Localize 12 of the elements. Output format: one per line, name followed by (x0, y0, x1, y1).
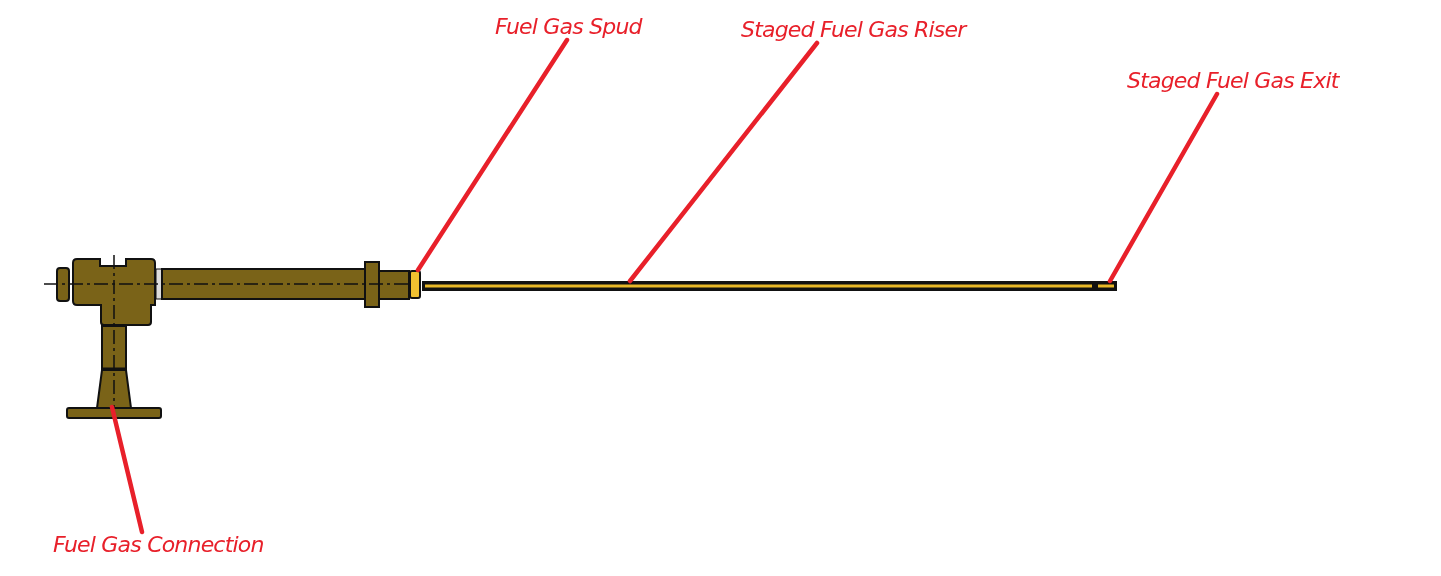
flange-connection (66, 407, 162, 419)
leader-line (109, 404, 145, 535)
riser-pipe (422, 281, 1095, 291)
part-label: Staged Fuel Gas Riser (741, 17, 966, 43)
part-label: Fuel Gas Connection (53, 532, 264, 558)
part-label: Fuel Gas Spud (495, 14, 642, 40)
leader-line (1107, 91, 1220, 284)
leader-line (627, 40, 820, 284)
exit-tip (1095, 281, 1117, 291)
spud-fitting (409, 270, 421, 299)
part-label: Staged Fuel Gas Exit (1127, 68, 1339, 94)
leader-line (415, 37, 570, 273)
